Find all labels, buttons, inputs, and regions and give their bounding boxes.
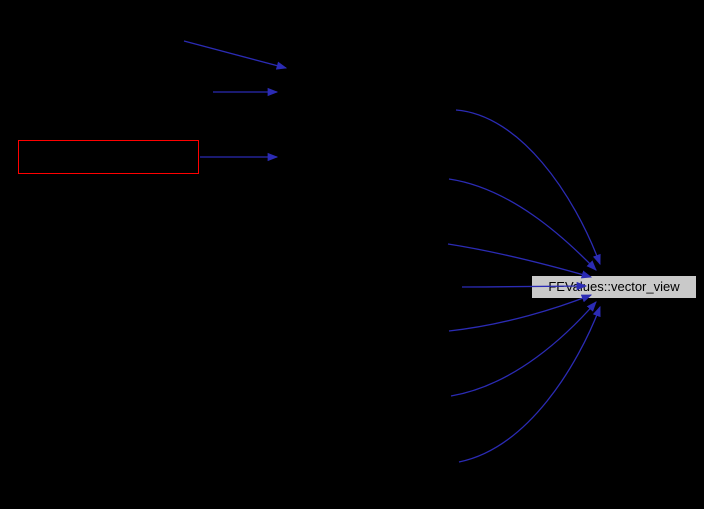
edge-to-target-6 xyxy=(450,301,597,397)
current-function-node xyxy=(18,140,199,174)
edge-to-target-3 xyxy=(447,243,593,279)
edge-to-middle-1 xyxy=(183,40,288,70)
edge-to-target-5 xyxy=(448,294,593,332)
edge-to-target-1 xyxy=(455,109,601,266)
target-function-node[interactable]: FEValues::vector_view xyxy=(531,275,697,299)
target-function-label: FEValues::vector_view xyxy=(548,279,680,294)
edge-to-target-2 xyxy=(448,178,597,271)
edge-to-target-7 xyxy=(458,305,601,463)
